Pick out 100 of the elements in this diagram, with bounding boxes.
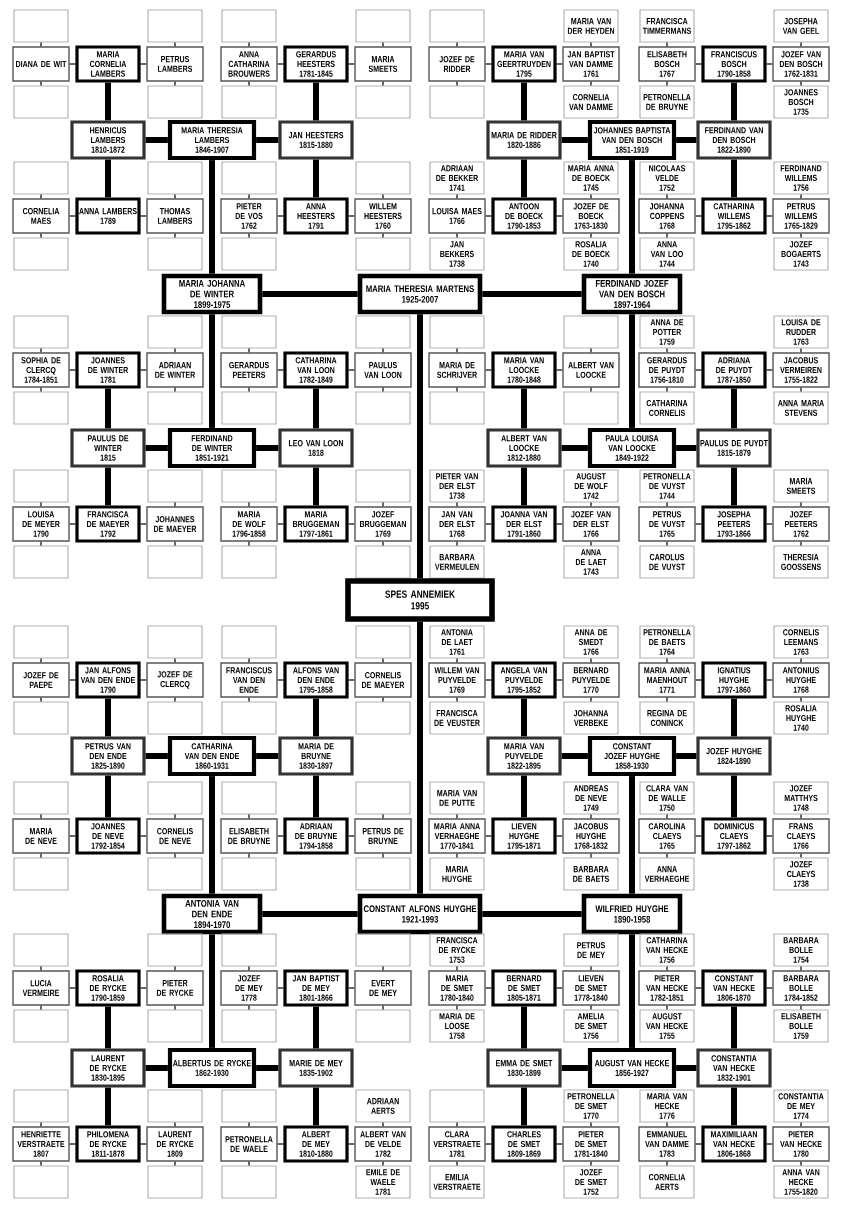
empty-box <box>429 85 485 119</box>
empty-box <box>355 933 411 967</box>
connector-line <box>382 1122 384 1127</box>
connector-line <box>248 348 250 353</box>
connector-line <box>417 314 423 579</box>
empty-box <box>13 315 69 349</box>
empty-box <box>221 545 277 579</box>
connector-line <box>140 679 147 681</box>
connector-line <box>629 160 635 274</box>
connector-line <box>256 445 279 451</box>
connector-line <box>105 388 111 429</box>
connector-line <box>456 541 458 546</box>
connector-line <box>382 42 384 47</box>
empty-box <box>563 315 619 349</box>
connector-line <box>666 966 668 971</box>
connector-line <box>382 697 384 702</box>
connector-line <box>209 160 215 274</box>
empty-box <box>13 161 69 195</box>
connector-line <box>382 1005 384 1010</box>
empty-box <box>221 857 277 891</box>
empty-box <box>221 161 277 195</box>
connector-line <box>456 502 458 507</box>
connector-line <box>800 42 802 47</box>
connector-line <box>590 348 592 353</box>
empty-box <box>147 85 203 119</box>
empty-box <box>147 545 203 579</box>
connector-line <box>521 388 527 429</box>
connector-line <box>456 194 458 199</box>
connector-line <box>485 63 492 65</box>
connector-line <box>590 658 592 663</box>
empty-box <box>13 85 69 119</box>
empty-box <box>429 315 485 349</box>
empty-box <box>563 391 619 425</box>
empty-box <box>13 237 69 271</box>
connector-line <box>145 1065 168 1071</box>
connector-line <box>209 776 215 894</box>
connector-line <box>590 541 592 546</box>
empty-box <box>429 9 485 43</box>
connector-line <box>485 835 492 837</box>
connector-line <box>256 1065 279 1071</box>
connector-line <box>105 1087 111 1126</box>
connector-line <box>140 835 147 837</box>
connector-line <box>313 775 319 818</box>
connector-line <box>590 966 592 971</box>
connector-line <box>40 348 42 353</box>
connector-line <box>174 233 176 238</box>
connector-line <box>277 369 284 371</box>
empty-box <box>147 1165 203 1199</box>
connector-line <box>556 835 563 837</box>
empty-box <box>221 933 277 967</box>
connector-line <box>40 814 42 819</box>
connector-line <box>40 853 42 858</box>
connector-line <box>69 679 76 681</box>
connector-line <box>262 911 358 917</box>
connector-line <box>666 814 668 819</box>
connector-line <box>382 81 384 86</box>
empty-box <box>221 625 277 659</box>
empty-box <box>355 1009 411 1043</box>
connector-line <box>248 814 250 819</box>
connector-line <box>766 523 773 525</box>
connector-line <box>800 814 802 819</box>
connector-line <box>456 1161 458 1166</box>
connector-line <box>277 215 284 217</box>
connector-line <box>40 1161 42 1166</box>
connector-line <box>590 387 592 392</box>
connector-line <box>313 698 319 737</box>
connector-line <box>556 987 563 989</box>
connector-line <box>695 63 702 65</box>
connector-line <box>248 658 250 663</box>
connector-line <box>105 159 111 198</box>
empty-box <box>221 85 277 119</box>
connector-line <box>666 348 668 353</box>
empty-box <box>13 1009 69 1043</box>
connector-line <box>174 42 176 47</box>
empty-box <box>147 1089 203 1123</box>
empty-box <box>147 933 203 967</box>
connector-line <box>174 1005 176 1010</box>
connector-line <box>521 1006 527 1049</box>
connector-line <box>174 853 176 858</box>
connector-line <box>348 679 355 681</box>
empty-box <box>221 1089 277 1123</box>
empty-box <box>221 1009 277 1043</box>
connector-line <box>766 1143 773 1145</box>
empty-box <box>355 545 411 579</box>
connector-line <box>174 966 176 971</box>
connector-line <box>731 159 737 198</box>
connector-line <box>800 658 802 663</box>
connector-line <box>40 194 42 199</box>
empty-box <box>13 625 69 659</box>
connector-line <box>140 63 147 65</box>
connector-line <box>666 502 668 507</box>
empty-box <box>221 315 277 349</box>
connector-line <box>140 1143 147 1145</box>
empty-box <box>13 469 69 503</box>
connector-line <box>348 369 355 371</box>
connector-line <box>800 1161 802 1166</box>
empty-box <box>13 9 69 43</box>
empty-box <box>147 9 203 43</box>
connector-line <box>105 775 111 818</box>
connector-line <box>695 679 702 681</box>
